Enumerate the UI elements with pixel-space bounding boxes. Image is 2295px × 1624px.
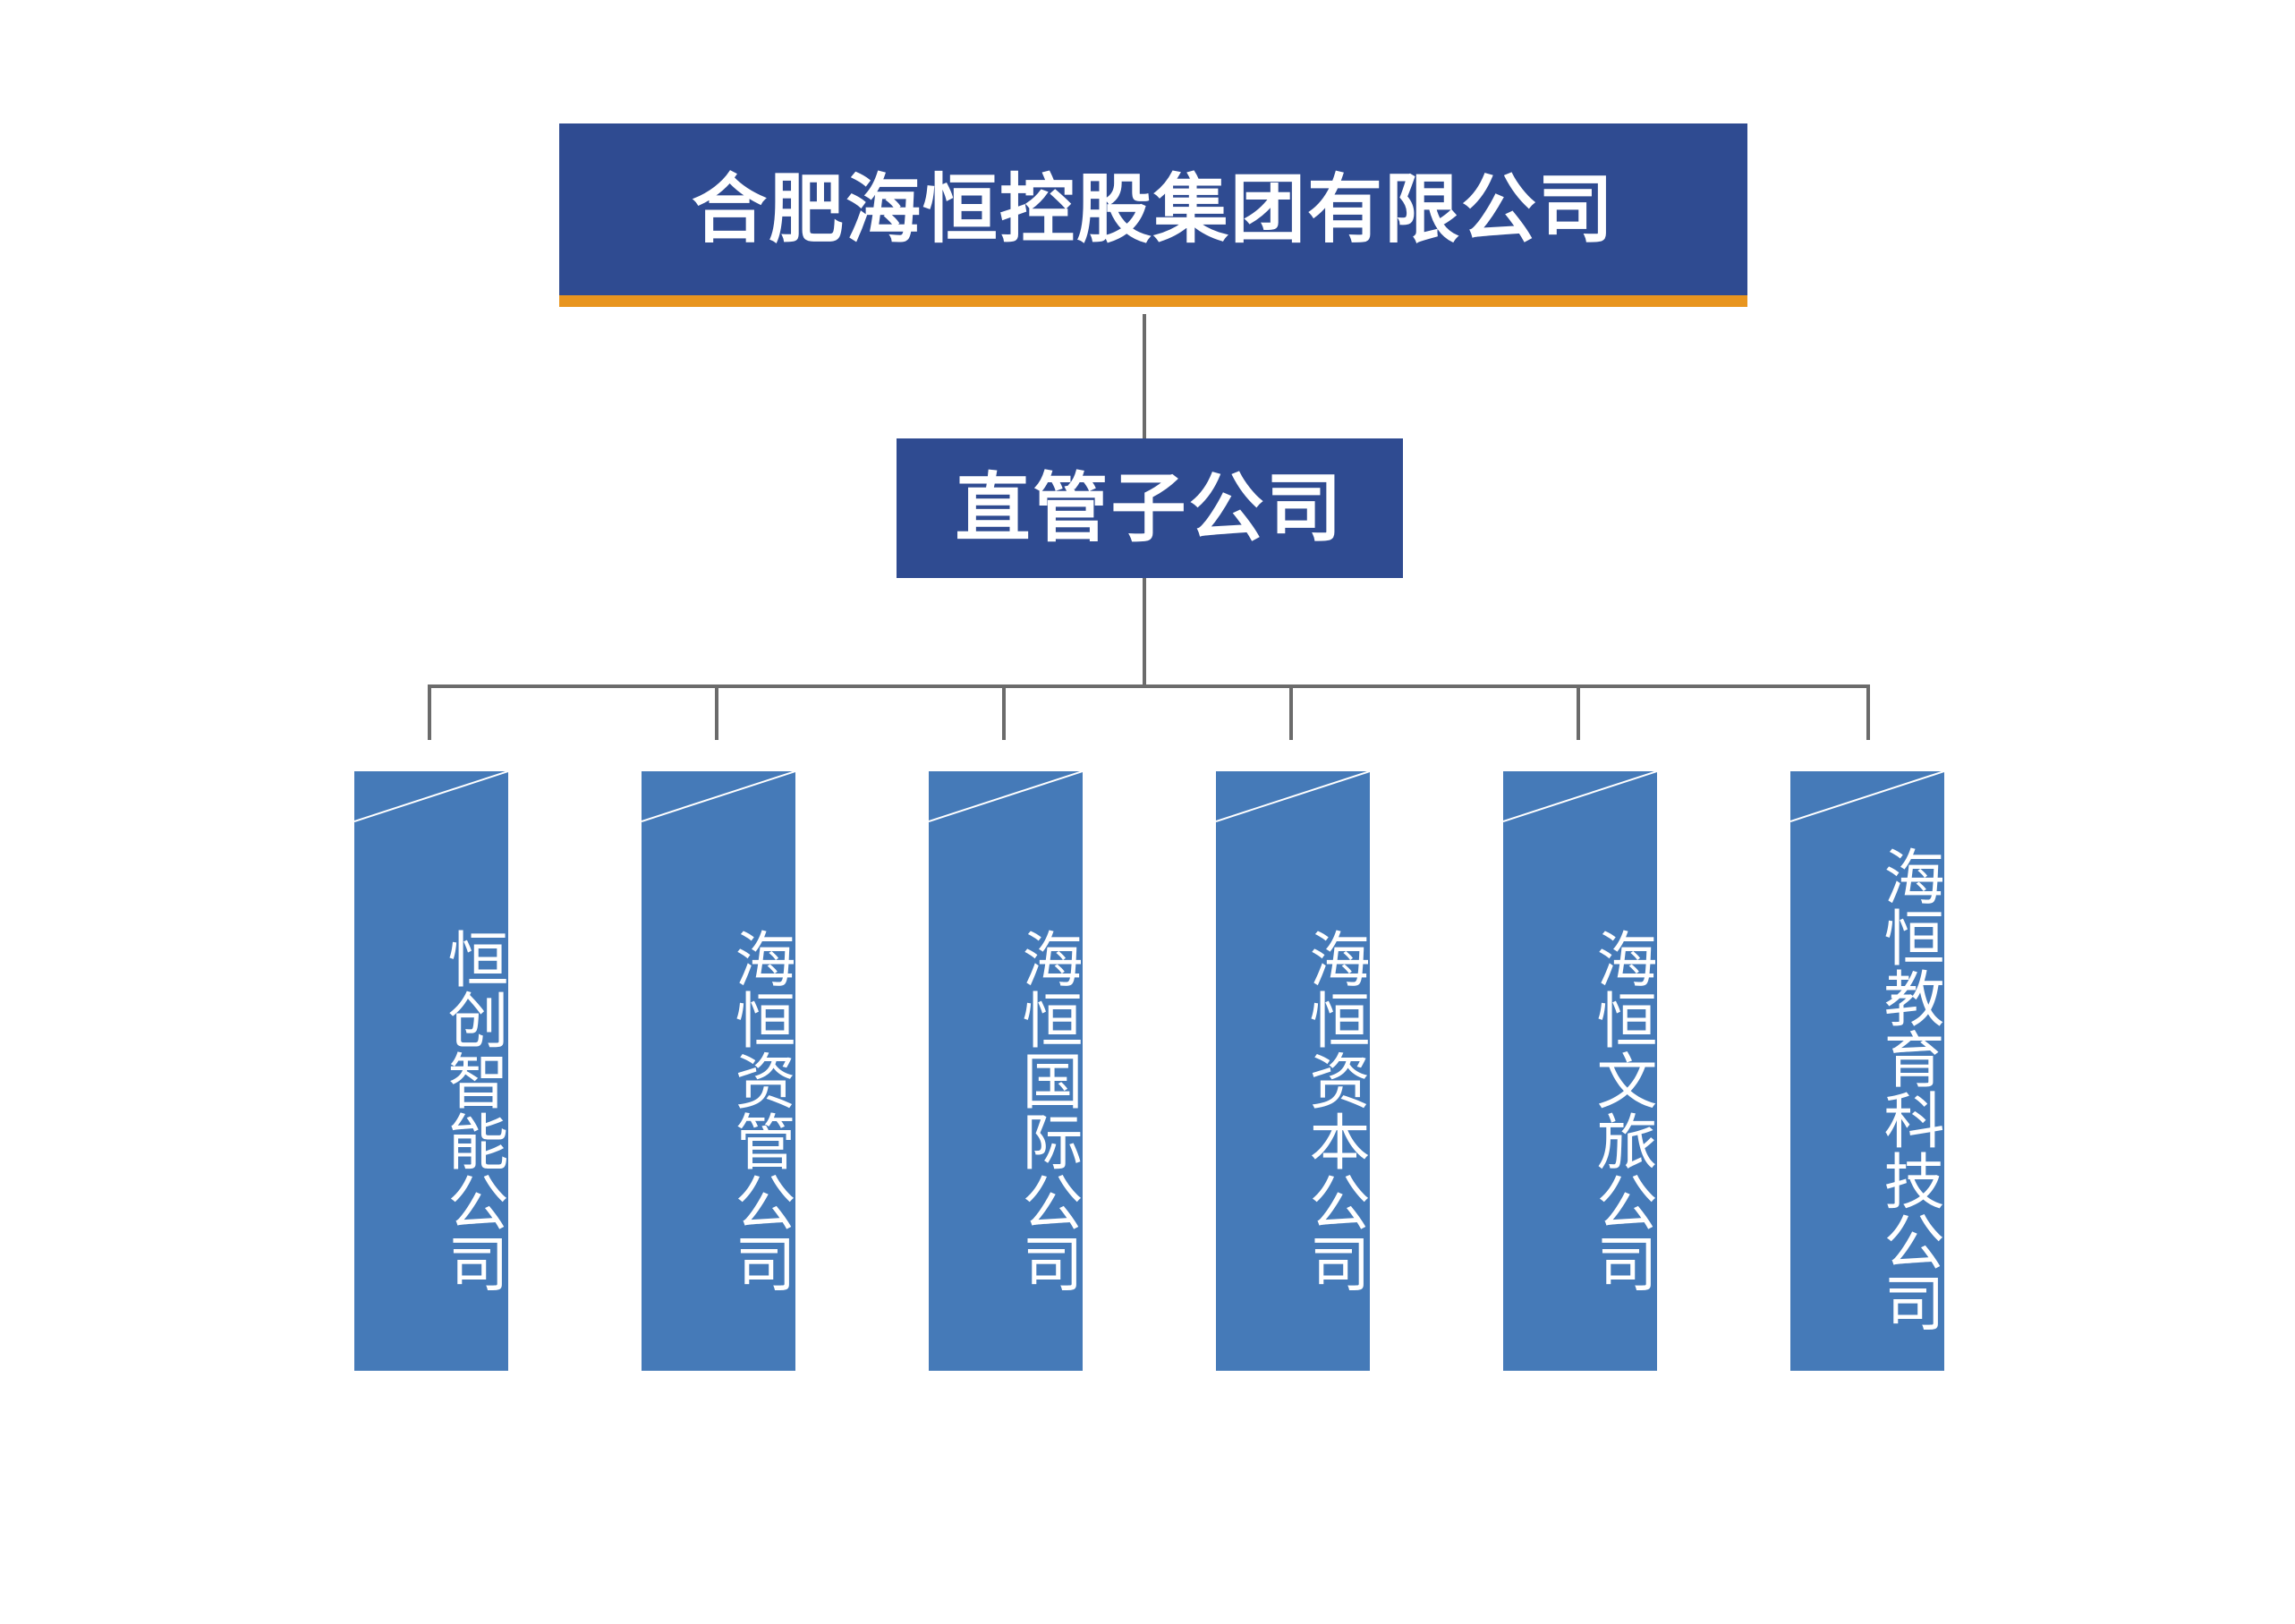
root-node-label: 合肥海恒控股集团有限公司 — [691, 166, 1615, 253]
child-node-label: 恒创智能公司 — [437, 928, 507, 1293]
connector-root-to-middle — [1143, 314, 1146, 438]
connector-drop-6 — [1866, 684, 1870, 740]
connector-drop-5 — [1577, 684, 1580, 740]
child-node-diagonal-line — [1216, 771, 1370, 822]
child-node-hengchuang: 恒创智能公司 — [354, 771, 508, 1371]
child-node-wenlv: 海恒文旅公司 — [1503, 771, 1657, 1371]
child-node-diagonal-line — [1790, 771, 1944, 822]
connector-middle-to-bus — [1143, 578, 1146, 687]
middle-node: 直管子公司 — [897, 438, 1403, 578]
middle-node-label: 直管子公司 — [955, 464, 1345, 552]
connector-drop-2 — [715, 684, 718, 740]
child-node-label: 海恒文旅公司 — [1585, 928, 1656, 1293]
child-node-guoji: 海恒国际公司 — [929, 771, 1083, 1371]
child-node-jiaoyu-keji: 海恒教育科技公司 — [1790, 771, 1944, 1371]
connector-drop-3 — [1002, 684, 1006, 740]
root-node: 合肥海恒控股集团有限公司 — [559, 123, 1747, 307]
connector-drop-4 — [1289, 684, 1293, 740]
child-node-label: 海恒教育科技公司 — [1873, 846, 1943, 1332]
child-node-diagonal-line — [929, 771, 1083, 822]
child-node-ziguan: 海恒资管公司 — [642, 771, 795, 1371]
child-node-diagonal-line — [1503, 771, 1657, 822]
child-node-label: 海恒资管公司 — [724, 928, 795, 1293]
child-node-label: 海恒资本公司 — [1298, 928, 1369, 1293]
child-node-diagonal-line — [354, 771, 508, 822]
child-node-diagonal-line — [642, 771, 795, 822]
child-node-ziben: 海恒资本公司 — [1216, 771, 1370, 1371]
child-node-label: 海恒国际公司 — [1011, 928, 1082, 1293]
connector-bus — [428, 684, 1870, 688]
connector-drop-1 — [428, 684, 431, 740]
